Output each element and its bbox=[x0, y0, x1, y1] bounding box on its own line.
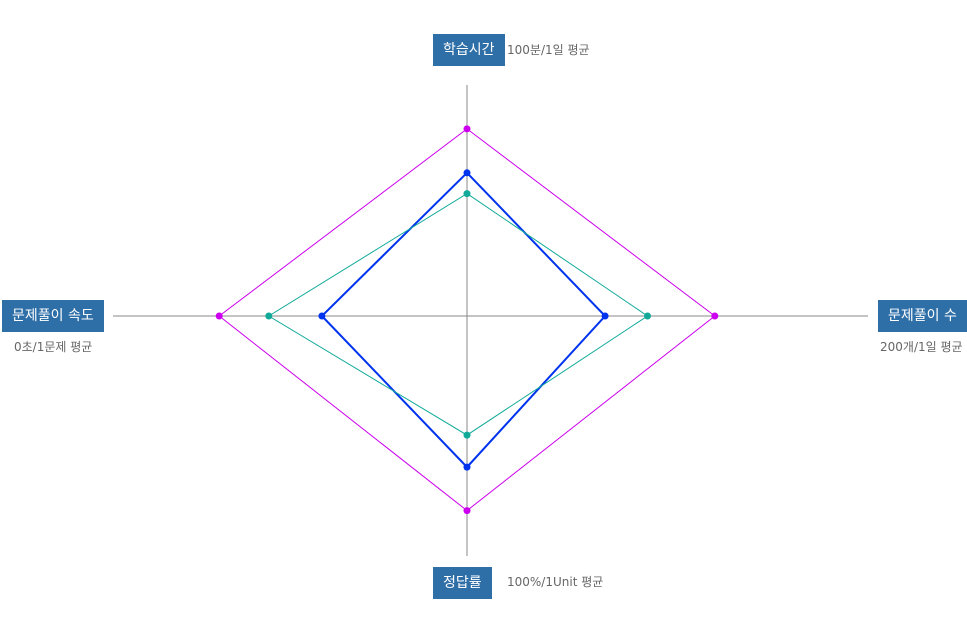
data-point-1-right[interactable] bbox=[601, 312, 609, 320]
data-point-2-top[interactable] bbox=[463, 190, 471, 198]
data-point-1-left[interactable] bbox=[318, 312, 326, 320]
data-point-0-bottom[interactable] bbox=[463, 507, 471, 515]
axis-sublabel-solve-speed: 0초/1문제 평균 bbox=[14, 340, 93, 354]
axis-sublabel-study-time: 100분/1일 평균 bbox=[507, 43, 590, 57]
data-point-2-right[interactable] bbox=[644, 312, 651, 320]
data-point-2-left[interactable] bbox=[265, 312, 273, 320]
data-point-2-bottom[interactable] bbox=[463, 431, 471, 439]
data-point-0-left[interactable] bbox=[215, 312, 223, 320]
axis-label-study-time: 학습시간 bbox=[433, 34, 505, 66]
axis-label-accuracy: 정답률 bbox=[433, 567, 492, 599]
axis-label-solve-speed: 문제풀이 속도 bbox=[2, 300, 104, 332]
axis-sublabel-problem-count: 200개/1일 평균 bbox=[880, 340, 963, 354]
data-point-0-right[interactable] bbox=[711, 312, 719, 320]
axis-sublabel-accuracy: 100%/1Unit 평균 bbox=[507, 575, 604, 589]
data-point-1-top[interactable] bbox=[463, 169, 471, 177]
data-point-0-top[interactable] bbox=[463, 125, 471, 133]
series-line-2 bbox=[267, 193, 649, 436]
series-line-1 bbox=[320, 171, 607, 469]
axis-label-problem-count: 문제풀이 수 bbox=[878, 300, 967, 332]
data-point-1-bottom[interactable] bbox=[463, 463, 471, 471]
